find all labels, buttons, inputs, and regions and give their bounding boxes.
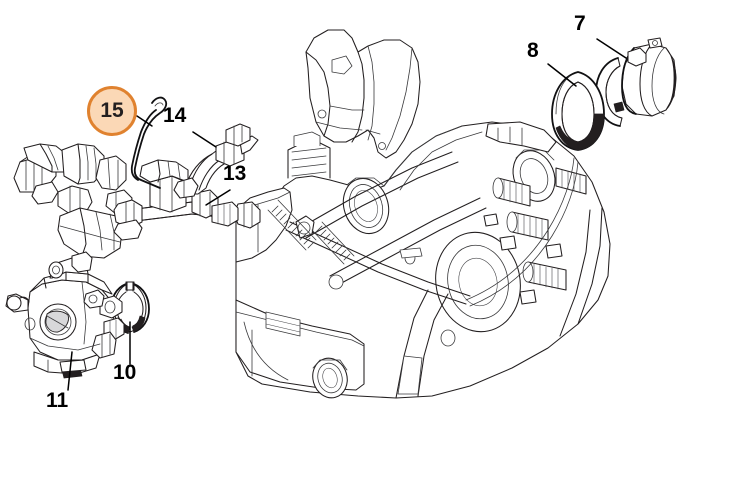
leader-11 — [67, 351, 73, 391]
fastener-cluster-right — [483, 167, 587, 305]
callout-label-11[interactable]: 11 — [46, 389, 69, 412]
spring-coil-mid — [311, 221, 355, 265]
leader-8 — [547, 63, 577, 87]
engine-crankcase-housing — [235, 121, 611, 399]
part-15-throttle-rod-spring — [130, 96, 168, 189]
leader-7 — [596, 38, 627, 59]
leader-14 — [192, 131, 217, 148]
part-7-intake-manifold-boot — [595, 37, 677, 127]
callout-label-7[interactable]: 7 — [574, 12, 586, 35]
part-11-carburetor — [5, 251, 125, 379]
spring-coil-upper — [267, 199, 317, 251]
cylinder-shroud-baffle — [305, 29, 421, 159]
highlight-circle-part-15[interactable]: 15 — [87, 86, 137, 136]
callout-label-14[interactable]: 14 — [163, 104, 187, 127]
leader-15 — [136, 115, 153, 127]
part-8-sealing-ring — [551, 71, 605, 151]
leader-13 — [205, 189, 231, 206]
part-13-throttle-linkage-rod — [113, 159, 261, 241]
highlight-part-number: 15 — [100, 99, 124, 122]
callout-label-8[interactable]: 8 — [527, 39, 539, 62]
callout-label-10[interactable]: 10 — [113, 361, 137, 384]
callout-label-13[interactable]: 13 — [223, 162, 247, 185]
carburetor-mounting-bracket — [13, 143, 133, 259]
callout-leader-lines — [67, 38, 627, 391]
part-14-throttle-trigger-lever — [173, 123, 259, 199]
